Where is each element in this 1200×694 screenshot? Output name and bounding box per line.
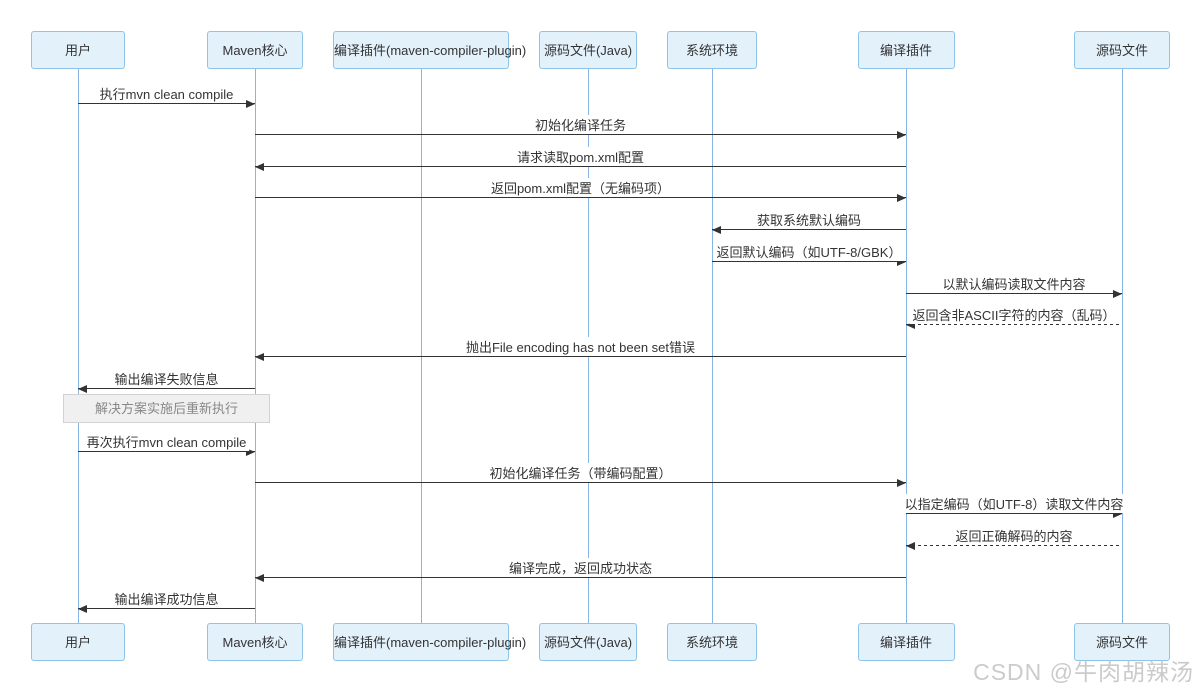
message-label: 请求读取pom.xml配置 <box>513 147 648 166</box>
arrowhead-icon <box>255 573 264 582</box>
message-line <box>255 577 906 578</box>
arrowhead-icon <box>246 99 255 108</box>
message-line <box>78 103 255 104</box>
message-line <box>255 134 906 135</box>
arrowhead-icon <box>78 384 87 393</box>
message-line <box>78 608 255 609</box>
message-line <box>255 356 906 357</box>
arrowhead-icon <box>1113 289 1122 298</box>
lifeline <box>421 69 422 623</box>
arrowhead-icon <box>255 352 264 361</box>
message-label: 初始化编译任务（带编码配置） <box>486 463 675 482</box>
message-label: 编译完成，返回成功状态 <box>505 558 656 577</box>
lifeline <box>906 69 907 623</box>
actor-box-bottom: 源码文件(Java) <box>539 623 637 661</box>
arrowhead-icon <box>246 447 255 456</box>
note-box: 解决方案实施后重新执行 <box>63 394 270 423</box>
watermark: CSDN @牛肉胡辣汤 <box>973 659 1194 685</box>
message-label: 执行mvn clean compile <box>96 84 237 103</box>
lifeline <box>78 69 79 623</box>
arrowhead-icon <box>897 478 906 487</box>
message-line <box>78 388 255 389</box>
message-line <box>906 513 1122 514</box>
message-label: 初始化编译任务 <box>531 115 630 134</box>
message-line <box>906 545 1122 546</box>
arrowhead-icon <box>897 130 906 139</box>
actor-box-bottom: 用户 <box>31 623 125 661</box>
message-label: 输出编译失败信息 <box>111 369 222 388</box>
actor-box-top: 源码文件(Java) <box>539 31 637 69</box>
message-label: 输出编译成功信息 <box>111 589 222 608</box>
arrowhead-icon <box>897 193 906 202</box>
actor-box-bottom: 编译插件(maven-compiler-plugin) <box>333 623 526 661</box>
actor-box-top: Maven核心 <box>207 31 303 69</box>
message-line <box>906 324 1122 325</box>
arrowhead-icon <box>78 604 87 613</box>
message-label: 再次执行mvn clean compile <box>83 432 250 451</box>
message-label: 返回pom.xml配置（无编码项） <box>487 178 674 197</box>
message-label: 抛出File encoding has not been set错误 <box>462 337 699 356</box>
actor-box-bottom: 编译插件 <box>857 623 955 661</box>
message-line <box>255 166 906 167</box>
actor-box-top: 系统环境 <box>667 31 757 69</box>
message-line <box>255 197 906 198</box>
arrowhead-icon <box>1113 509 1122 518</box>
arrowhead-icon <box>906 541 915 550</box>
message-line <box>712 261 906 262</box>
message-line <box>712 229 906 230</box>
actor-box-bottom: 源码文件 <box>1074 623 1170 661</box>
actor-box-top: 用户 <box>31 31 125 69</box>
message-label: 以指定编码（如UTF-8）读取文件内容 <box>901 494 1127 513</box>
lifeline <box>712 69 713 623</box>
message-label: 返回含非ASCII字符的内容（乱码） <box>909 305 1119 324</box>
actor-box-bottom: Maven核心 <box>207 623 303 661</box>
message-label: 获取系统默认编码 <box>753 210 865 229</box>
message-line <box>255 482 906 483</box>
actor-box-top: 源码文件 <box>1074 31 1170 69</box>
message-label: 以默认编码读取文件内容 <box>939 274 1089 293</box>
message-line <box>78 451 255 452</box>
arrowhead-icon <box>897 257 906 266</box>
arrowhead-icon <box>906 320 915 329</box>
lifeline <box>255 69 256 623</box>
message-label: 返回默认编码（如UTF-8/GBK） <box>713 242 905 261</box>
arrowhead-icon <box>712 225 721 234</box>
actor-box-top: 编译插件(maven-compiler-plugin) <box>333 31 526 69</box>
message-label: 返回正确解码的内容 <box>952 526 1076 545</box>
lifeline <box>1122 69 1123 623</box>
actor-box-top: 编译插件 <box>857 31 955 69</box>
arrowhead-icon <box>255 162 264 171</box>
actor-box-bottom: 系统环境 <box>667 623 757 661</box>
message-line <box>906 293 1122 294</box>
